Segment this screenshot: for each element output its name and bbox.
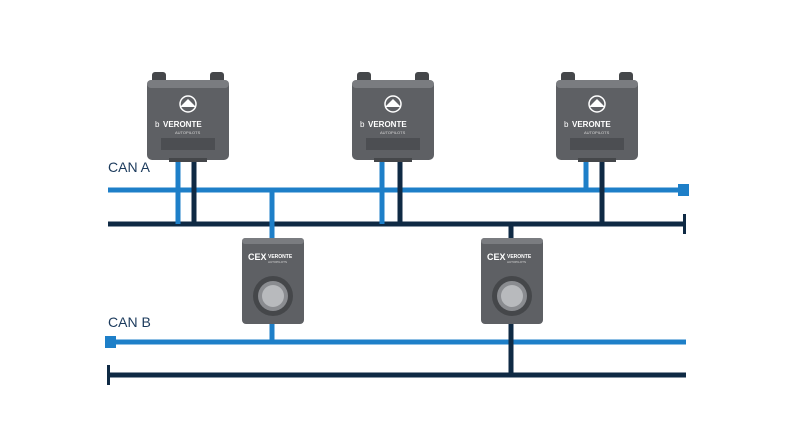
can-b-high-terminator <box>105 336 116 348</box>
connector-block <box>374 158 412 162</box>
device-top-face <box>352 80 434 88</box>
device-sub: AUTOPILOTS <box>507 260 526 264</box>
device-brand: VERONTE <box>572 120 611 129</box>
device-sub: AUTOPILOTS <box>380 130 406 135</box>
device-top-face <box>556 80 638 88</box>
device-prefix: b <box>155 120 160 129</box>
status-panel <box>570 138 624 150</box>
device-prefix: b <box>564 120 569 129</box>
device-sub: AUTOPILOTS <box>268 260 287 264</box>
can-a-label: CAN A <box>108 159 151 175</box>
device-prefix: CEX <box>248 252 267 262</box>
device-prefix: CEX <box>487 252 506 262</box>
upper-device-drops <box>175 160 605 224</box>
logo-wing-icon <box>589 99 605 107</box>
device-brand: VERONTE <box>368 120 407 129</box>
can-b-bus <box>105 336 686 385</box>
status-panel <box>366 138 420 150</box>
logo-wing-icon <box>385 99 401 107</box>
connector-pins-icon <box>501 285 523 307</box>
upper-device: b VERONTE AUTOPILOTS <box>352 72 434 162</box>
device-prefix: b <box>360 120 365 129</box>
upper-device: b VERONTE AUTOPILOTS <box>556 72 638 162</box>
device-top-face <box>242 238 304 244</box>
device-brand: VERONTE <box>507 254 532 260</box>
device-sub: AUTOPILOTS <box>584 130 610 135</box>
logo-icon <box>384 95 402 113</box>
connector-block <box>578 158 616 162</box>
can-a-high-terminator <box>678 184 689 196</box>
lower-device-drops <box>269 190 514 375</box>
can-b-low-terminator <box>107 365 110 385</box>
can-b-label: CAN B <box>108 314 151 330</box>
device-sub: AUTOPILOTS <box>175 130 201 135</box>
connector-block <box>169 158 207 162</box>
logo-icon <box>179 95 197 113</box>
device-brand: VERONTE <box>163 120 202 129</box>
device-brand: VERONTE <box>268 254 293 260</box>
upper-device: b VERONTE AUTOPILOTS <box>147 72 229 162</box>
lower-device: CEX VERONTE AUTOPILOTS <box>481 238 543 324</box>
logo-wing-icon <box>180 99 196 107</box>
device-top-face <box>147 80 229 88</box>
logo-icon <box>588 95 606 113</box>
device-top-face <box>481 238 543 244</box>
can-a-low-terminator <box>683 214 686 234</box>
status-panel <box>161 138 215 150</box>
lower-device: CEX VERONTE AUTOPILOTS <box>242 238 304 324</box>
connector-pins-icon <box>262 285 284 307</box>
